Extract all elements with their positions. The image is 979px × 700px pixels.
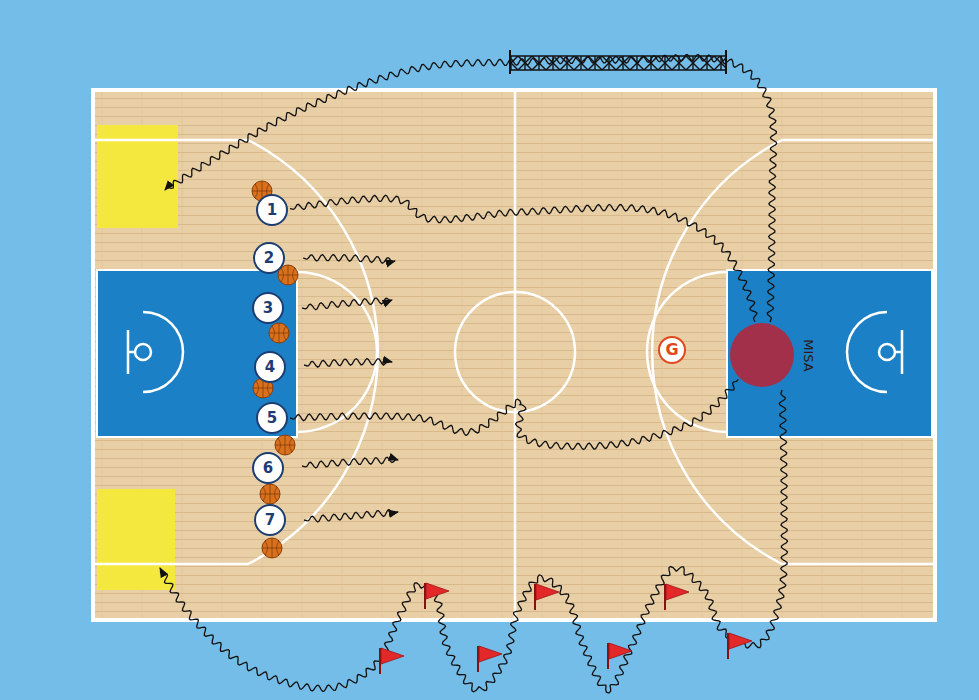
- cone-flag: [728, 633, 752, 659]
- dribble-path: [304, 359, 392, 368]
- court: [93, 90, 935, 620]
- yellow-zone: [97, 489, 175, 590]
- dribble-connector: [290, 379, 738, 449]
- player-number: 1: [267, 203, 277, 218]
- player-number: G: [665, 342, 678, 358]
- target-circle: MISA: [730, 323, 794, 387]
- player-number: 7: [265, 513, 275, 528]
- cone-flag: [608, 643, 632, 669]
- cone-flag: [380, 648, 404, 674]
- dribble-path: [303, 255, 395, 264]
- cones: [380, 583, 752, 674]
- paint-area: [97, 270, 297, 437]
- paint-area: [727, 270, 932, 437]
- target-label: MISA: [802, 339, 815, 371]
- dribble-path: [165, 55, 777, 322]
- dribble-connector: [290, 195, 757, 321]
- court-floor: [93, 90, 935, 620]
- dribble-paths: [160, 55, 788, 694]
- player-circle: 4: [254, 351, 286, 383]
- player-circle: 1: [256, 194, 288, 226]
- cone-flag: [478, 646, 502, 672]
- dribble-path: [160, 390, 788, 693]
- player-circle: 7: [254, 504, 286, 536]
- basketballs: [252, 181, 298, 558]
- player-number: 5: [267, 411, 277, 426]
- basketball: [275, 435, 295, 455]
- player-circle: 2: [253, 242, 285, 274]
- player-circle: 3: [252, 292, 284, 324]
- player-circle: 5: [256, 402, 288, 434]
- dribble-path: [304, 510, 398, 522]
- dribble-path: [302, 298, 392, 310]
- player-circle: 6: [252, 452, 284, 484]
- basketball: [260, 484, 280, 504]
- player-number: 4: [265, 360, 275, 375]
- player-number: 6: [263, 461, 273, 476]
- dribble-path: [302, 457, 398, 468]
- hurdle: [510, 50, 726, 74]
- player-number: 2: [264, 251, 274, 266]
- cone-flag: [425, 583, 449, 609]
- basketball: [269, 323, 289, 343]
- cone-flag: [665, 584, 689, 610]
- basketball: [262, 538, 282, 558]
- player-number: 3: [263, 301, 273, 316]
- coach-circle: G: [658, 336, 686, 364]
- court-lines: [93, 90, 935, 620]
- cone-flag: [535, 584, 559, 610]
